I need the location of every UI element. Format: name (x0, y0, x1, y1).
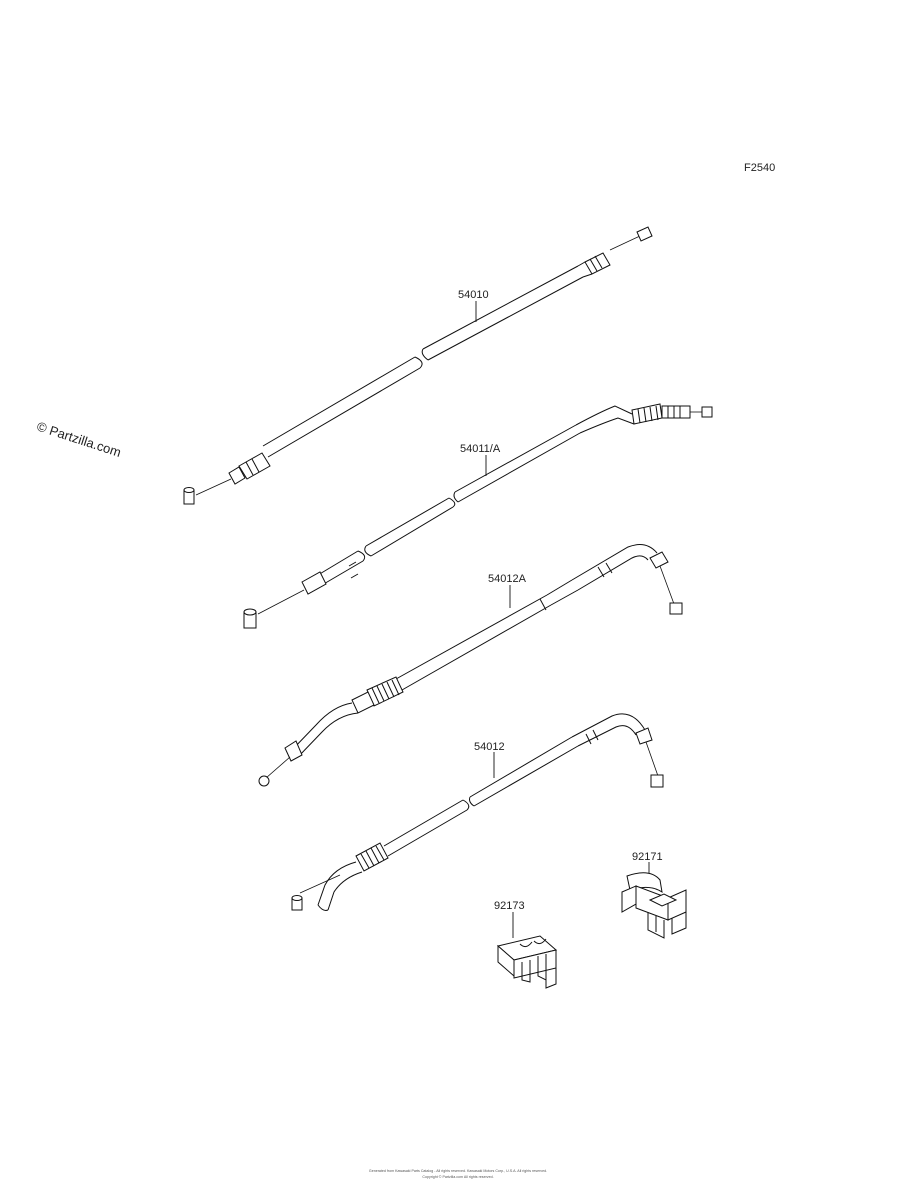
clamp-92173[interactable] (496, 912, 558, 989)
part-label-54012: 54012 (474, 741, 505, 753)
throttle-cable-54011[interactable] (243, 403, 713, 629)
part-label-92171: 92171 (632, 851, 663, 863)
part-label-54012a: 54012A (488, 573, 527, 585)
clamp-92171[interactable] (621, 862, 687, 939)
part-label-54010: 54010 (458, 289, 489, 301)
throttle-cable-54012[interactable] (291, 713, 664, 911)
diagram-ref-code: F2540 (744, 162, 775, 174)
watermark: © Partzilla.com (35, 419, 123, 460)
footer-line-1: Generated from Kawasaki Parts Catalog - … (369, 1169, 547, 1173)
throttle-cable-54012a[interactable] (258, 544, 683, 787)
part-label-92173: 92173 (494, 900, 525, 912)
part-label-54011-a: 54011/A (460, 443, 501, 455)
footer-line-2: Copyright © Partzilla.com All rights res… (422, 1175, 493, 1179)
clutch-cable-54010[interactable] (183, 226, 653, 505)
